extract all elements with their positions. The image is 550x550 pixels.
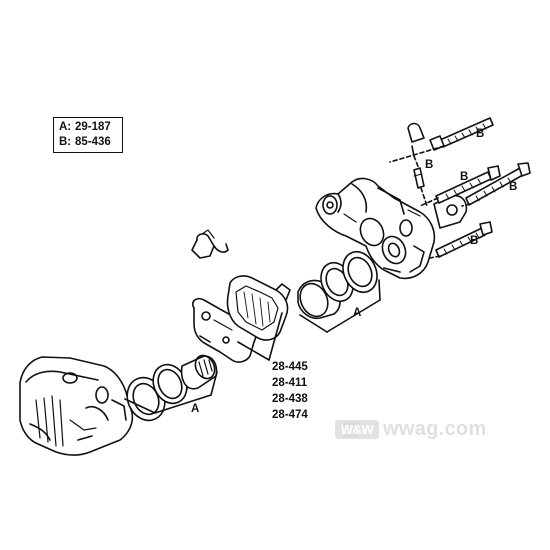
legend-row-b: B:85-436 bbox=[59, 135, 122, 150]
bolt-middle bbox=[435, 165, 501, 204]
bleeder-valve bbox=[407, 122, 425, 157]
callout-b-lower-bolt: B bbox=[470, 235, 479, 247]
legend-key-b: B: bbox=[59, 136, 72, 148]
bolt-upper bbox=[429, 117, 494, 151]
bleeder-cap bbox=[413, 167, 425, 189]
legend-key-a: A: bbox=[59, 121, 72, 133]
part-number: 28-411 bbox=[272, 377, 308, 389]
watermark-site: wwag.com bbox=[383, 417, 487, 440]
part-number-list: 28-445 28-411 28-438 28-474 bbox=[272, 359, 308, 423]
callout-b-right-bolt: B bbox=[509, 181, 518, 193]
piston-left bbox=[180, 354, 218, 390]
part-number: 28-438 bbox=[272, 393, 308, 405]
legend-value-a: 29-187 bbox=[75, 121, 111, 133]
watermark-logo-bottom: CYCLES bbox=[344, 432, 358, 438]
caliper-housing-outer bbox=[19, 356, 134, 456]
part-number: 28-474 bbox=[272, 409, 308, 421]
bracket-a-right bbox=[299, 279, 381, 333]
callout-a-left: A bbox=[191, 403, 200, 415]
part-number: 28-445 bbox=[272, 361, 308, 373]
dust-ring-right bbox=[342, 251, 378, 293]
callout-b-bleeder: B bbox=[425, 159, 434, 171]
watermark-logo-top: EST 1978 bbox=[344, 420, 358, 426]
watermark: EST 1978 W&W CYCLES wwag.com bbox=[335, 418, 487, 440]
pad-retaining-clip bbox=[191, 229, 229, 259]
legend-box: A:29-187 B:85-436 bbox=[53, 117, 123, 153]
callout-b-middle-bolt: B bbox=[460, 171, 469, 183]
bolt-lower bbox=[435, 221, 493, 258]
brake-pad-lining bbox=[226, 275, 291, 341]
legend-value-b: 85-436 bbox=[75, 136, 111, 148]
bolt-alignment-dashes bbox=[389, 145, 471, 259]
watermark-logo: EST 1978 W&W CYCLES bbox=[335, 419, 379, 439]
callout-a-right: A bbox=[353, 307, 362, 319]
watermark-logo-text: W&W bbox=[340, 421, 374, 437]
caliper-housing-inner bbox=[315, 177, 436, 280]
brake-pad-backing-plate bbox=[191, 297, 257, 363]
bolt-right bbox=[465, 162, 531, 206]
part-number-leader bbox=[237, 312, 283, 361]
bracket-a-left bbox=[124, 371, 218, 414]
callout-b-upper-bolt: B bbox=[476, 128, 485, 140]
legend-row-a: A:29-187 bbox=[59, 120, 122, 135]
